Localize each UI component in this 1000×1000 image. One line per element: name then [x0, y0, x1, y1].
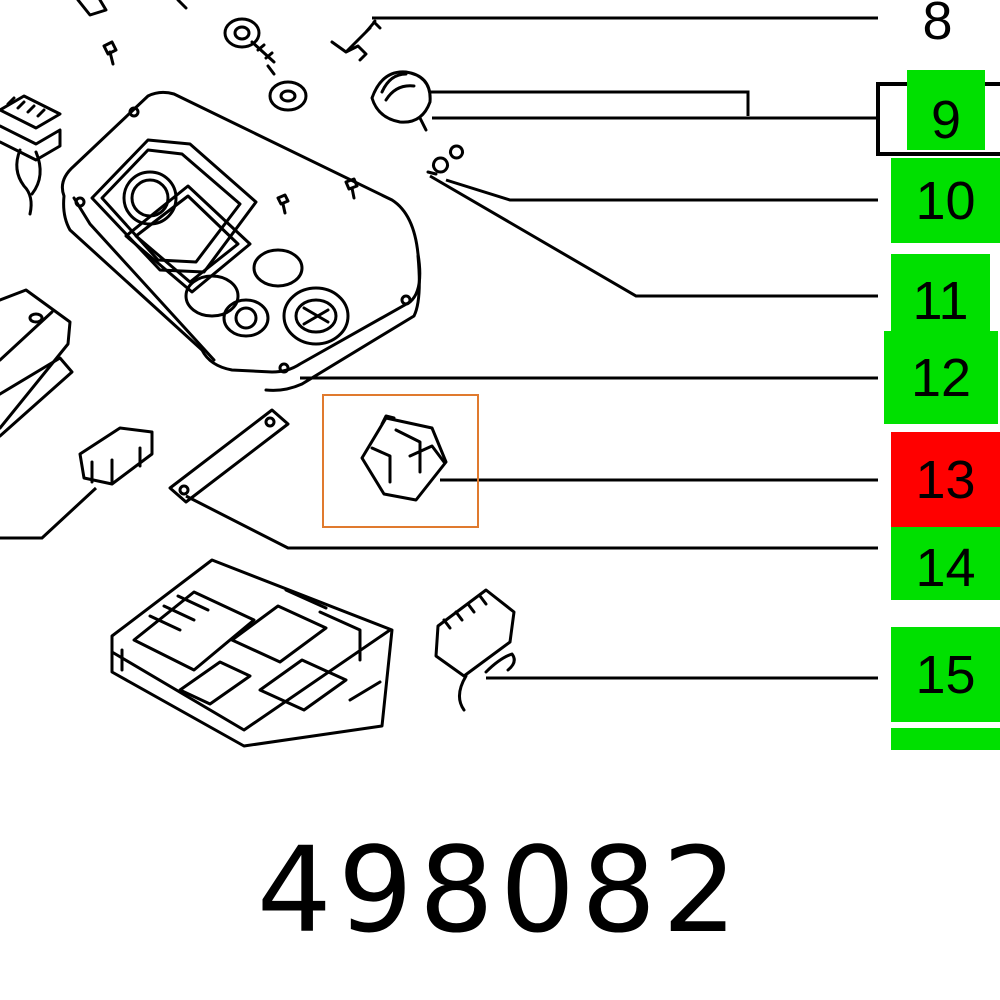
- leader-line-10: [445, 178, 878, 202]
- highlight-frame: [322, 394, 479, 528]
- leader-line-9a: [430, 90, 750, 116]
- callout-box-partial: [891, 728, 1000, 750]
- callout-9[interactable]: 9: [907, 70, 985, 150]
- leader-line-14: [185, 494, 878, 550]
- small-connector-part: [434, 588, 516, 712]
- callout-label: 15: [915, 644, 976, 705]
- callout-label: 9: [930, 90, 962, 150]
- callout-14[interactable]: 14: [891, 527, 1000, 600]
- callout-12[interactable]: 12: [884, 331, 998, 424]
- callout-13[interactable]: 13: [891, 432, 1000, 527]
- nut-part: [432, 144, 464, 174]
- washer-part: [268, 80, 308, 112]
- callout-label: 14: [915, 537, 976, 598]
- screw-part: [276, 193, 290, 215]
- control-panel-housing-part: [60, 90, 422, 392]
- knob-part: [370, 70, 432, 132]
- leader-line-14b: [0, 486, 98, 540]
- circuit-board-part: [110, 558, 394, 748]
- callout-15[interactable]: 15: [891, 627, 1000, 722]
- screw-part: [102, 40, 118, 66]
- screw-part: [426, 170, 438, 176]
- leader-line-11: [429, 174, 878, 298]
- flat-strip-part: [168, 408, 290, 504]
- clip-part: [78, 426, 154, 486]
- callout-8[interactable]: 8: [900, 0, 975, 50]
- part-fragment-top-left: [76, 0, 108, 17]
- pin-part: [176, 0, 188, 10]
- callout-label: 12: [910, 347, 972, 408]
- connector-block-part: [0, 94, 62, 216]
- exploded-parts-diagram: [0, 0, 1000, 748]
- callout-label: 11: [912, 271, 969, 331]
- mounting-plate-part: [0, 288, 74, 438]
- callout-label: 8: [922, 0, 953, 51]
- callout-10[interactable]: 10: [891, 158, 1000, 243]
- spring-clip-part: [330, 19, 382, 62]
- callout-label: 10: [915, 170, 976, 231]
- callout-11[interactable]: 11: [891, 254, 990, 334]
- switch-part: [360, 414, 448, 502]
- callout-label: 13: [915, 449, 976, 510]
- lock-part: [223, 17, 276, 76]
- part-number: 498082: [256, 821, 744, 959]
